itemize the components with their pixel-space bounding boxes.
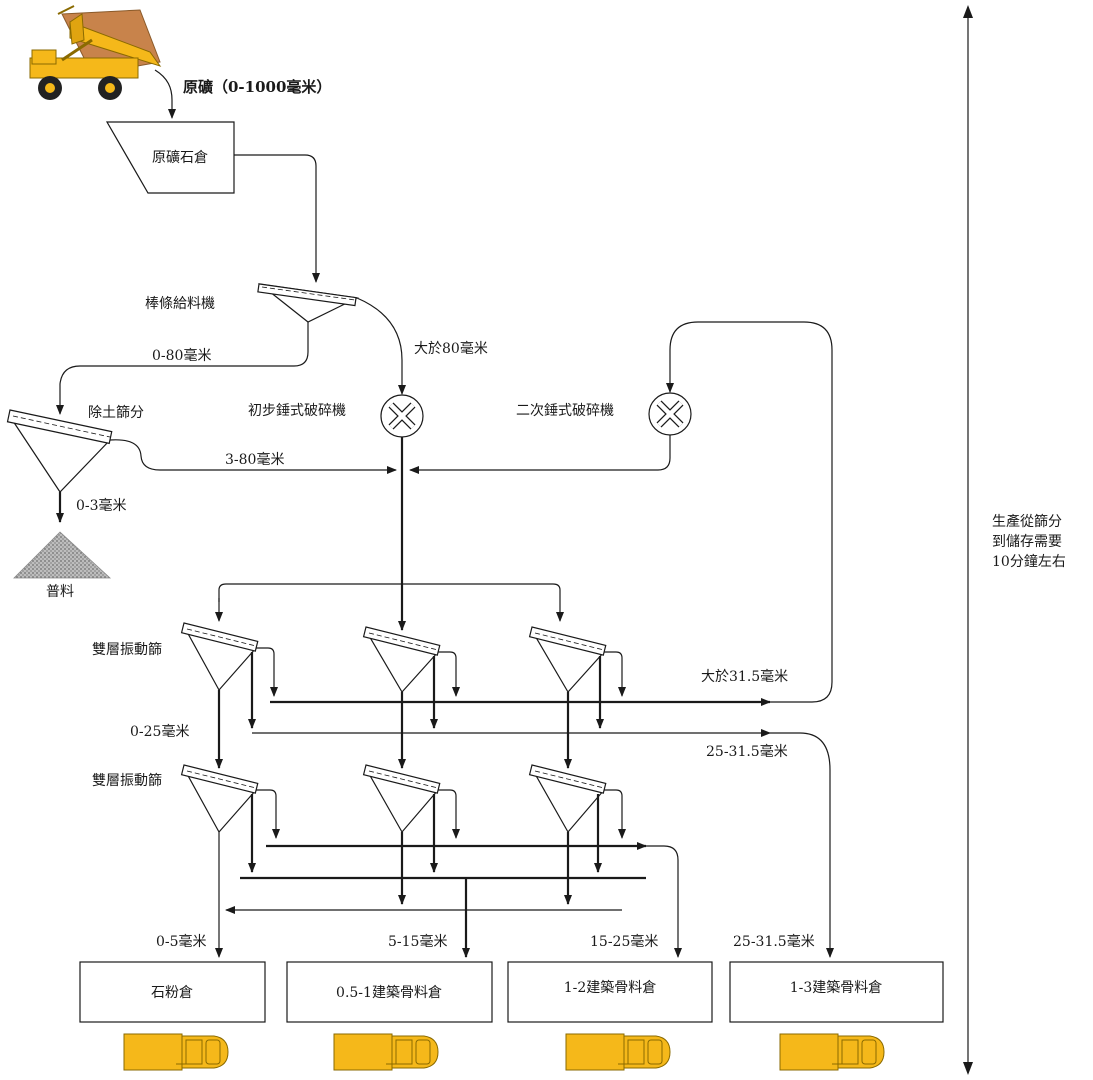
size-25-31-5-label: 25-31.5毫米 — [706, 743, 788, 760]
flow-return-loop — [666, 321, 833, 703]
flow-scalper-3-80 — [109, 439, 397, 474]
bin-1-3-aggregate — [729, 961, 944, 1023]
waste-pile-label: 普料 — [46, 584, 74, 600]
oversize-31-5-label: 大於31.5毫米 — [701, 668, 788, 685]
time-note-line-1: 生產從篩分 — [992, 513, 1062, 530]
time-note-line-2: 到儲存需要 — [992, 534, 1062, 550]
raw-ore-label: 原礦（0-1000毫米） — [183, 78, 331, 96]
flow-u1-top — [256, 647, 278, 697]
truck-icon — [779, 1033, 885, 1071]
bin-0-5-1-label: 0.5-1建築骨料倉 — [336, 985, 442, 1001]
double-deck-screen-2-label: 雙層振動篩 — [92, 773, 162, 789]
bin-0-5-1-aggregate — [286, 961, 493, 1023]
flow-feeder-to-scalper — [56, 322, 309, 415]
bin-stone-powder-label: 石粉倉 — [151, 985, 193, 1001]
bin-1-2-label: 1-2建築骨料倉 — [564, 980, 657, 996]
grizzly-feeder-label: 棒條給料機 — [145, 296, 215, 312]
truck-icon — [333, 1033, 439, 1071]
flow-l3-top — [604, 789, 626, 839]
double-deck-screen-1-label: 雙層振動篩 — [92, 642, 162, 658]
flow-truck-to-bin — [154, 69, 176, 119]
lower-screen-1 — [180, 764, 259, 834]
out-5-15-label: 5-15毫米 — [388, 933, 447, 950]
flow-distribution-header — [218, 583, 564, 622]
bin-stone-powder — [79, 961, 266, 1023]
size-0-25-label: 0-25毫米 — [130, 723, 189, 740]
bin-1-3-label: 1-3建築骨料倉 — [790, 980, 883, 996]
flow-u3-top — [604, 651, 626, 697]
time-note-line-3: 10分鐘左右 — [992, 553, 1066, 570]
flow-l2-top — [438, 789, 460, 839]
dump-truck-icon — [29, 5, 162, 100]
secondary-crusher-icon — [648, 392, 692, 436]
upper-screen-1 — [180, 622, 259, 692]
upper-screen-2 — [362, 626, 441, 694]
size-0-3-label: 0-3毫米 — [76, 497, 127, 514]
oversize-80-label: 大於80毫米 — [414, 340, 488, 357]
lower-screen-3 — [528, 764, 607, 834]
time-span-arrow — [963, 5, 973, 1075]
flow-l1-top — [256, 789, 280, 839]
secondary-crusher-label: 二次錘式破碎機 — [516, 402, 614, 419]
flow-feeder-to-primary — [356, 297, 406, 395]
scalping-screen-label: 除土篩分 — [88, 405, 144, 421]
truck-icon — [123, 1033, 229, 1071]
flow-secondary-to-join — [409, 435, 671, 474]
grizzly-feeder — [257, 283, 360, 323]
out-25-31-5-label: 25-31.5毫米 — [733, 933, 815, 950]
flow-bin-to-feeder — [234, 154, 320, 283]
flow-15-25-to-bin — [646, 845, 682, 958]
size-3-80-label: 3-80毫米 — [225, 451, 284, 468]
primary-crusher-icon — [380, 394, 424, 438]
fines-0-80-label: 0-80毫米 — [152, 347, 211, 364]
lower-screen-2 — [362, 764, 441, 834]
raw-ore-bin — [105, 121, 235, 194]
bin-1-2-aggregate — [507, 961, 713, 1023]
out-0-5-label: 0-5毫米 — [156, 933, 207, 950]
scalping-screen — [6, 409, 113, 493]
flow-25-31-5-to-bin — [770, 732, 834, 958]
out-15-25-label: 15-25毫米 — [590, 933, 658, 950]
flow-u2-top — [438, 651, 460, 697]
primary-crusher-label: 初步錘式破碎機 — [248, 402, 346, 419]
waste-pile — [13, 531, 112, 579]
upper-screen-3 — [528, 626, 607, 694]
truck-icon — [565, 1033, 671, 1071]
raw-bin-label: 原礦石倉 — [152, 149, 208, 166]
